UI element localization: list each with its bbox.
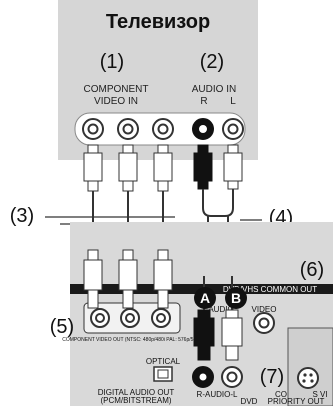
- tv-title: Телевизор: [106, 11, 210, 33]
- tv-callout-1: (1): [100, 51, 124, 73]
- component-video-in-label-line1: COMPONENT: [84, 84, 149, 95]
- priority-out-label: PRIORITY OUT: [268, 397, 325, 406]
- plug-b-label: B: [231, 290, 241, 306]
- s-video-partial-label: S VI: [312, 390, 327, 399]
- device-component-jack-pr: [151, 308, 171, 328]
- callout-5: (5): [50, 316, 74, 338]
- optical-label: OPTICAL: [146, 357, 181, 366]
- plug-a-label: A: [200, 290, 210, 306]
- audio-in-label: AUDIO IN: [192, 84, 236, 95]
- plug-top-audio-l: [223, 144, 243, 190]
- digital-audio-out-label-line1: DIGITAL AUDIO OUT: [98, 388, 175, 397]
- digital-audio-out-label-line2: (PCM/BITSTREAM): [100, 396, 171, 405]
- device-video-jack: [253, 312, 275, 334]
- plug-bottom-y: [83, 249, 103, 309]
- plug-a-badge: [194, 287, 216, 309]
- device-component-jack-y: [90, 308, 110, 328]
- audio-in-l-label: L: [230, 96, 236, 107]
- device-s-video-jack: [297, 367, 319, 389]
- tv-plugs: [83, 144, 243, 192]
- device-component-jack-pb: [120, 308, 140, 328]
- device-video-label: VIDEO: [252, 305, 277, 314]
- tv-audio-jack-l: [222, 118, 244, 140]
- audio-in-r-label: R: [200, 96, 207, 107]
- device-dvd-audio-jack-l: [221, 366, 243, 388]
- device-dvd-audio-jack-r: [192, 366, 214, 388]
- co-partial-label: CO: [275, 390, 287, 399]
- r-audio-l-label: R-AUDIO-L: [197, 390, 238, 399]
- tv-component-jack-pr: [152, 118, 174, 140]
- plug-bottom-pr: [153, 249, 173, 309]
- callout-7: (7): [260, 366, 284, 388]
- audio-plugs-ab: A B: [193, 276, 247, 361]
- device-audio-partial-label: AUDIO: [208, 305, 233, 314]
- callout-3: (3): [10, 205, 34, 227]
- plug-a: [193, 309, 215, 361]
- callout-6: (6): [300, 259, 324, 281]
- plug-bottom-pb: [118, 249, 138, 309]
- component-video-out-fine-print: COMPONENT VIDEO OUT (NTSC: 480p/480i PAL…: [62, 337, 202, 343]
- plug-top-audio-r: [193, 144, 213, 190]
- dvd-label: DVD: [241, 397, 258, 406]
- device-plugs: [83, 249, 173, 309]
- plug-top-pr: [153, 144, 173, 192]
- component-video-in-label-line2: VIDEO IN: [94, 96, 138, 107]
- plug-b-badge: [225, 287, 247, 309]
- tv-callout-2: (2): [200, 51, 224, 73]
- device-panel-ridge: [287, 327, 333, 406]
- tv-component-jack-y: [82, 118, 104, 140]
- tv-panel: Телевизор (1) (2) COMPONENT VIDEO IN AUD…: [58, 0, 258, 160]
- tv-audio-jack-r: [192, 118, 214, 140]
- device-common-out-label: DVD/VHS COMMON OUT: [223, 285, 317, 294]
- tv-component-jack-pb: [117, 118, 139, 140]
- optical-port-inner: [157, 369, 169, 379]
- plug-top-y: [83, 144, 103, 192]
